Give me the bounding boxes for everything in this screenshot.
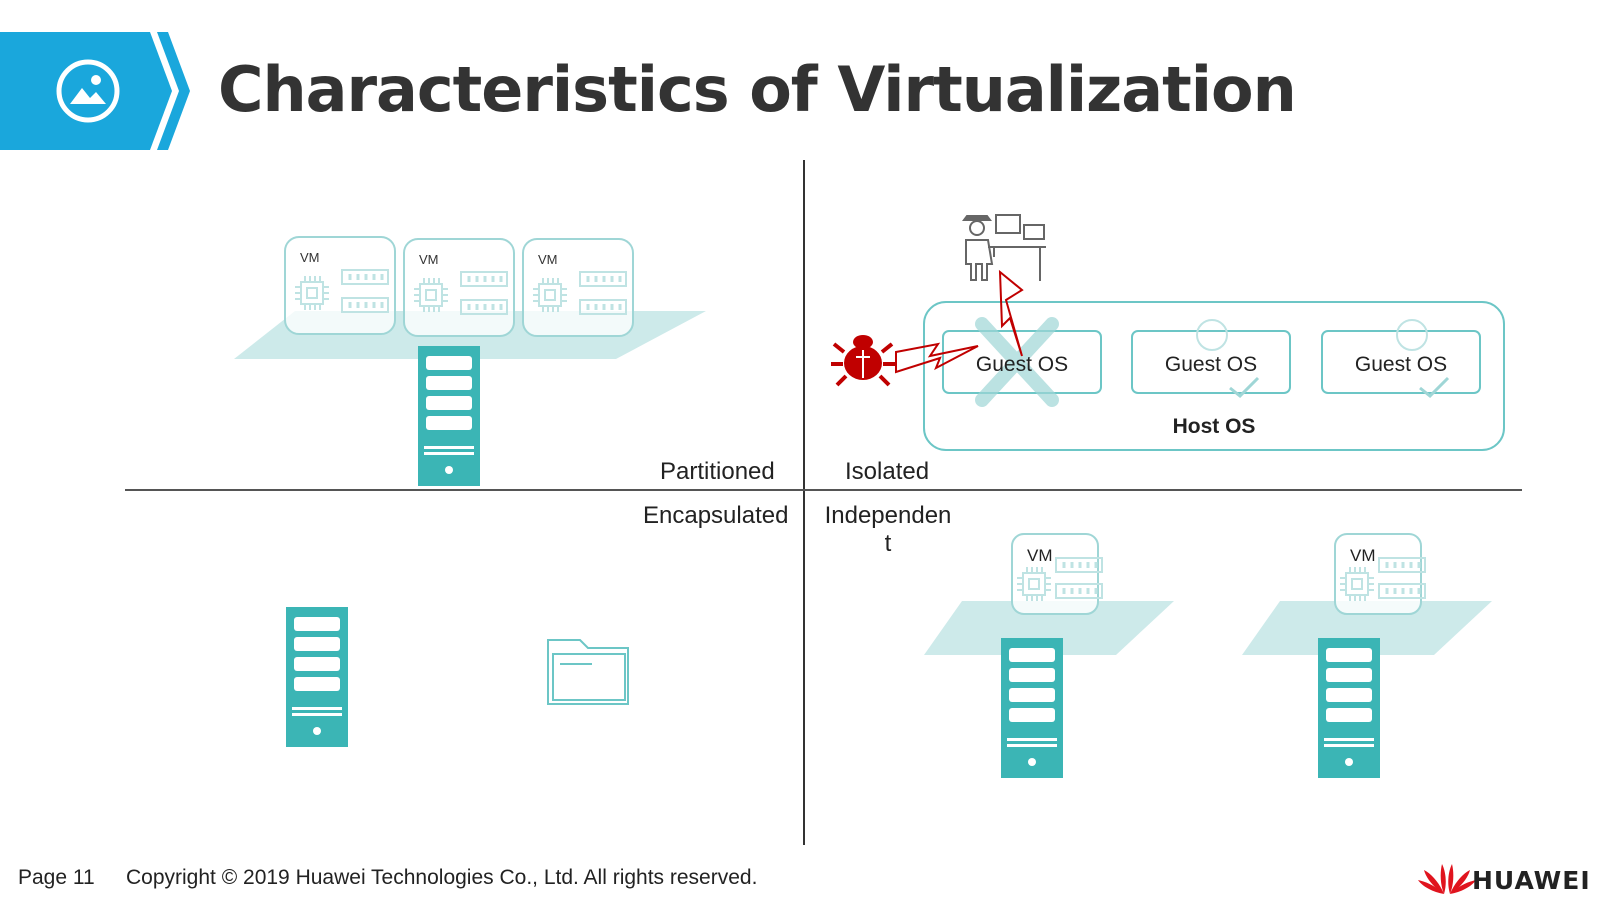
partitioned-illustration: VM VM VM (234, 236, 706, 486)
attack-lightning (895, 342, 979, 374)
guest-os-protected: Guest OS (1321, 319, 1481, 399)
image-icon (56, 59, 120, 123)
header-banner (0, 32, 190, 150)
page-title: Characteristics of Virtualization (218, 53, 1297, 126)
label-encapsulated: Encapsulated (643, 502, 789, 529)
encapsulated-illustration (286, 607, 629, 747)
label-partitioned: Partitioned (660, 458, 775, 485)
label-isolated: Isolated (845, 458, 930, 485)
vm-label: VM (1027, 546, 1053, 565)
platform (924, 601, 1174, 655)
independent-illustration: VM VM (924, 533, 1492, 778)
vertical-divider (803, 160, 805, 845)
attack-lightning (998, 269, 1024, 357)
vm-card: VM (403, 238, 515, 337)
bug-icon (831, 335, 895, 387)
server-icon (286, 607, 348, 747)
vm-card: VM (284, 236, 396, 335)
server-icon (1318, 638, 1380, 778)
host-os-label: Host OS (1173, 415, 1256, 438)
vm-card: VM (1334, 533, 1427, 615)
platform (1242, 601, 1492, 655)
folder-icon (547, 639, 629, 705)
guest-os-compromised: Guest OS (942, 317, 1102, 407)
vm-card: VM (522, 238, 634, 337)
huawei-logo-text: HUAWEI (1472, 866, 1591, 895)
label-independent: Independen t (824, 502, 952, 557)
host-os-container (923, 301, 1505, 451)
huawei-logo (1418, 864, 1476, 894)
copyright-text: Copyright © 2019 Huawei Technologies Co.… (126, 866, 758, 889)
server-icon (1001, 638, 1063, 778)
guest-os-label: Guest OS (1355, 353, 1447, 376)
isolated-illustration: Host OS Guest OS Guest OS Guest OS (831, 214, 1505, 451)
vm-label: VM (1350, 546, 1376, 565)
horizontal-divider (125, 489, 1522, 491)
guest-os-label: Guest OS (1165, 353, 1257, 376)
page-number: Page 11 (18, 866, 95, 889)
vm-card: VM (1011, 533, 1104, 615)
vm-label: VM (300, 250, 320, 265)
guest-os-label: Guest OS (976, 353, 1068, 376)
guest-os-protected: Guest OS (1131, 319, 1291, 399)
vm-label: VM (538, 252, 558, 267)
vm-label: VM (419, 252, 439, 267)
server-icon (418, 346, 480, 486)
hacker-icon (962, 214, 1046, 281)
